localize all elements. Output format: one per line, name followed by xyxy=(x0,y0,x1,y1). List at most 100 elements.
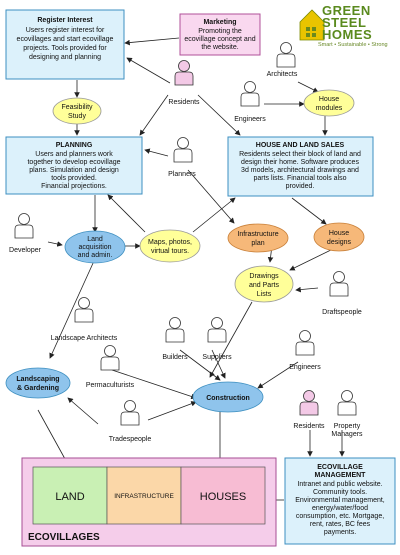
architects-label: Architects xyxy=(267,71,298,78)
house-land-title: HOUSE AND LAND SALES xyxy=(256,142,345,149)
land-acquisition-node: Land acquisition and admin. xyxy=(64,230,126,264)
marketing-line-2: ecovillage concept and xyxy=(184,36,255,43)
houses-section xyxy=(180,466,266,525)
planning-line-4: tools provided. xyxy=(51,175,97,182)
eco-mgmt-line-2: Community tools. xyxy=(313,489,367,496)
residents-bottom-person: Residents xyxy=(293,390,325,430)
tradespeople-person: Tradespeople xyxy=(109,400,152,443)
house-land-line-3: 3d models, architectural drawings and xyxy=(241,167,359,174)
infrastructure-line-1: Infrastructure xyxy=(237,231,278,238)
property-managers-label-2: Managers xyxy=(331,431,363,438)
suppliers-label: Suppliers xyxy=(202,354,232,361)
landscaping-line-2: & Gardening xyxy=(17,385,59,392)
house-designs-line-1: House xyxy=(329,230,349,237)
planning-box: PLANNING Users and planners work togethe… xyxy=(5,136,143,195)
planning-line-3: plans. Simulation and design xyxy=(29,167,119,174)
feasibility-line-1: Feasibility xyxy=(61,104,93,111)
register-interest-line-4: designing and planning xyxy=(29,54,101,61)
drawings-line-2: and Parts xyxy=(249,282,279,289)
draftspeople-label: Draftspeople xyxy=(322,309,362,316)
property-managers-label-1: Property xyxy=(334,423,361,430)
construction-label: Construction xyxy=(206,395,250,402)
residents-top-label: Residents xyxy=(168,99,200,106)
green-steel-homes-logo xyxy=(299,9,325,41)
drawings-parts-node: Drawings and Parts Lists xyxy=(234,265,294,303)
house-land-line-4: parts lists. Financial tools also xyxy=(254,175,347,182)
eco-mgmt-line-1: Intranet and public website. xyxy=(297,481,382,488)
tradespeople-label: Tradespeople xyxy=(109,436,152,443)
builders-label: Builders xyxy=(162,354,188,361)
landscape-architects-person: Landscape Architects xyxy=(51,297,118,342)
developer-person: Developer xyxy=(9,213,42,254)
planning-title: PLANNING xyxy=(56,142,93,149)
infrastructure-section xyxy=(106,466,182,525)
house-land-line-1: Residents select their block of land and xyxy=(239,151,361,158)
eco-mgmt-line-4: energy/water/food xyxy=(312,505,368,512)
marketing-line-1: Promoting the xyxy=(198,28,242,35)
suppliers-person: Suppliers xyxy=(202,317,232,361)
builders-person: Builders xyxy=(162,317,188,361)
maps-line-2: virtual tours. xyxy=(151,248,189,255)
property-managers-person: Property Managers xyxy=(331,390,363,438)
land-acq-line-2: acquisition xyxy=(78,244,111,251)
engineers-top-person: Engineers xyxy=(234,81,266,123)
residents-bottom-label: Residents xyxy=(293,423,325,430)
land-label: LAND xyxy=(55,491,84,503)
drawings-line-3: Lists xyxy=(257,291,272,298)
engineers-mid-person: Engineers xyxy=(289,330,321,371)
logo-line-3: HOMES xyxy=(322,27,373,42)
engineers-mid-label: Engineers xyxy=(289,364,321,371)
logo-tagline: Smart • Sustainable • Strong xyxy=(318,42,388,48)
planning-line-5: Financial projections. xyxy=(41,183,107,190)
register-interest-line-2: ecovillages and start ecovillage xyxy=(17,36,114,43)
planners-label: Planners xyxy=(168,171,196,178)
register-interest-title: Register Interest xyxy=(37,17,93,24)
eco-mgmt-title: ECOVILLAGE xyxy=(317,464,363,471)
register-interest-line-1: Users register interest for xyxy=(26,27,105,34)
house-designs-node: House designs xyxy=(313,222,365,252)
feasibility-study-node: Feasibility Study xyxy=(52,97,102,125)
eco-mgmt-line-6: rent, rates, BC fees xyxy=(310,521,371,528)
infrastructure-label: INFRASTRUCTURE xyxy=(114,493,174,500)
house-land-line-5: provided. xyxy=(286,183,315,190)
eco-mgmt-line-5: consumption, etc. Mortgage, xyxy=(296,513,384,520)
infrastructure-line-2: plan xyxy=(251,240,264,247)
marketing-title: Marketing xyxy=(203,19,236,26)
planners-person: Planners xyxy=(168,137,196,178)
drawings-line-1: Drawings xyxy=(249,273,279,280)
eco-mgmt-title-2: MANAGEMENT xyxy=(315,472,367,479)
land-section xyxy=(32,466,108,525)
permaculturists-label: Permaculturists xyxy=(86,382,135,389)
houses-label: HOUSES xyxy=(200,491,246,503)
land-acq-line-3: and admin. xyxy=(78,252,113,259)
marketing-box: Marketing Promoting the ecovillage conce… xyxy=(179,13,261,56)
logo-line-1: GREEN xyxy=(322,3,371,18)
land-acq-line-1: Land xyxy=(87,236,103,243)
infrastructure-plan-node: Infrastructure plan xyxy=(227,223,289,253)
eco-mgmt-line-7: payments. xyxy=(324,529,356,536)
draftspeople-person: Draftspeople xyxy=(322,271,362,316)
maps-photos-node: Maps, photos, virtual tours. xyxy=(139,229,201,263)
maps-line-1: Maps, photos, xyxy=(148,239,192,246)
ecovillages-label: ECOVILLAGES xyxy=(28,532,100,543)
house-land-line-2: design their home. Software produces xyxy=(241,159,359,166)
engineers-top-label: Engineers xyxy=(234,116,266,123)
permaculturists-person: Permaculturists xyxy=(86,345,135,389)
register-interest-line-3: projects. Tools provided for xyxy=(23,45,107,52)
logo-wordmark: GREEN STEEL HOMES xyxy=(322,3,373,42)
house-modules-line-2: modules xyxy=(316,105,343,112)
house-land-sales-box: HOUSE AND LAND SALES Residents select th… xyxy=(227,136,374,197)
marketing-line-3: the website. xyxy=(201,44,238,51)
house-designs-line-2: designs xyxy=(327,239,352,246)
register-interest-box: Register Interest Users register interes… xyxy=(5,9,125,80)
planning-line-1: Users and planners work xyxy=(35,151,113,158)
ecovillage-management-box: ECOVILLAGE MANAGEMENT Intranet and publi… xyxy=(284,457,396,545)
logo-line-2: STEEL xyxy=(322,15,367,30)
planning-line-2: together to develop ecovillage xyxy=(27,159,120,166)
ecovillages-container: LAND INFRASTRUCTURE HOUSES ECOVILLAGES xyxy=(21,457,277,547)
landscaping-line-1: Landscaping xyxy=(16,376,59,383)
feasibility-line-2: Study xyxy=(68,113,86,120)
architects-person: Architects xyxy=(267,42,298,78)
eco-mgmt-line-3: Environmental management, xyxy=(295,497,385,504)
